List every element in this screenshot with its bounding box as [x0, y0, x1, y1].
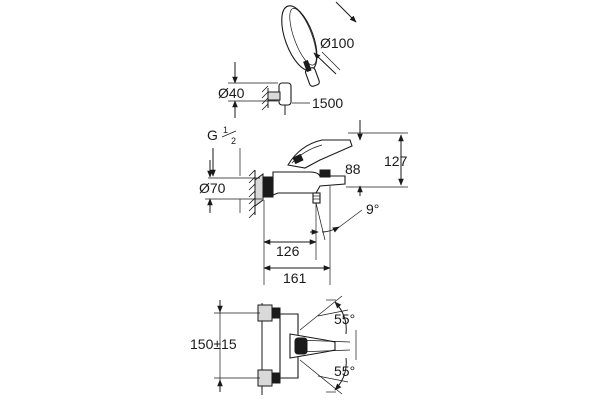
- spout-height-label: 127: [384, 153, 408, 169]
- wall-hatch-top: [261, 85, 269, 111]
- wall-hatch-side: [248, 169, 256, 219]
- thread-denominator: 2: [231, 136, 236, 146]
- spout-reach-label: 126: [276, 243, 300, 259]
- mixer-lever: [287, 139, 353, 169]
- holder-diameter-label: Ø40: [218, 85, 245, 101]
- hand-shower-view: Ø100 Ø40 1500: [218, 1, 357, 118]
- total-depth-label: 161: [283, 270, 307, 286]
- rotate-down-label: 55°: [334, 363, 355, 379]
- eccentric-connector: [254, 173, 264, 207]
- rotate-up-label: 55°: [334, 311, 355, 327]
- shower-holder: [278, 82, 292, 106]
- lever-height-label: 88: [345, 161, 361, 177]
- connection-distance-label: 150±15: [190, 336, 237, 352]
- inlet-diameter-label: Ø70: [199, 180, 226, 196]
- lower-eccentric: [257, 369, 273, 387]
- hose-length-label: 1500: [312, 95, 343, 111]
- side-view: 9° G 1 2 Ø70 127 88 126 161: [199, 120, 408, 286]
- upper-eccentric: [257, 304, 273, 322]
- diverter-knob: [319, 169, 331, 178]
- shower-diameter-label: Ø100: [320, 35, 354, 51]
- thread-label: G: [207, 127, 218, 143]
- shower-head: [281, 5, 320, 87]
- mixer-body: [272, 171, 346, 196]
- top-view: 55° 55° 150±15: [190, 295, 357, 395]
- thread-numerator: 1: [223, 125, 228, 135]
- spout-angle-label: 9°: [366, 201, 379, 217]
- top-view-body: [279, 313, 299, 379]
